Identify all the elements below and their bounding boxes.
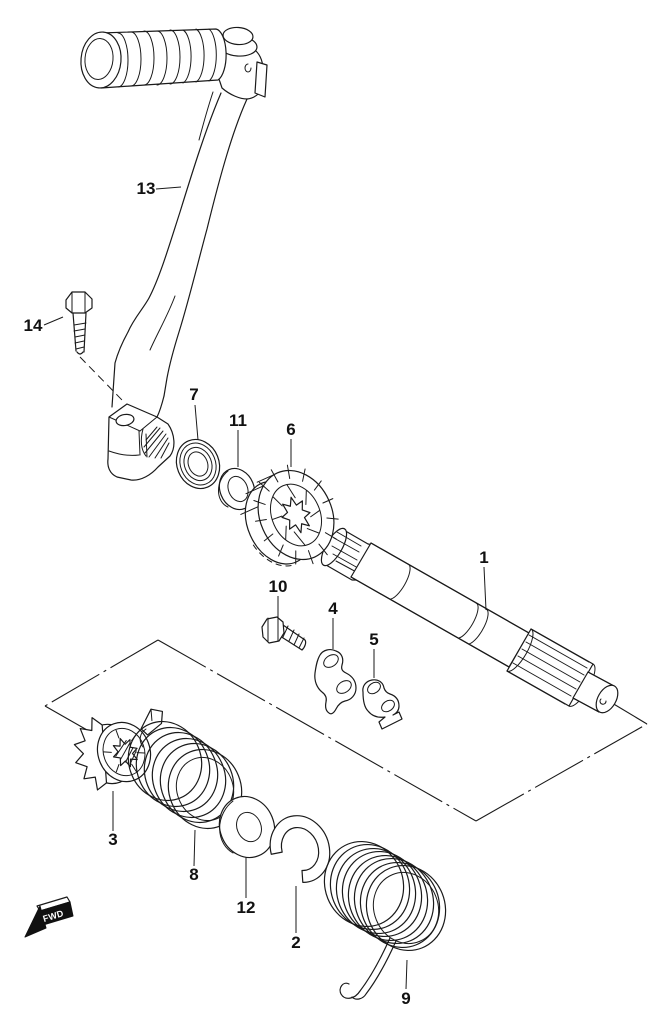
part-5-guide [362,679,403,730]
part-3-gear [73,708,164,791]
part-8-spring [127,720,243,830]
part-label-3: 3 [108,830,117,849]
part-7-seal [175,438,221,490]
part-label-5: 5 [369,630,378,649]
part-label-6: 6 [286,420,295,439]
part-9-return-spring [323,840,447,1000]
part-labels: 13 14 7 11 6 1 10 4 5 3 8 12 2 9 [24,179,489,1008]
part-13-kick-lever [80,26,268,481]
part-label-4: 4 [328,599,338,618]
part-12-washer [218,795,276,859]
fwd-arrow: FWD [24,896,74,938]
part-label-14: 14 [24,316,43,335]
part-1-shaft [320,527,619,714]
part-label-13: 13 [137,179,156,198]
part-6-gear [240,464,339,567]
part-label-9: 9 [401,989,410,1008]
part-label-7: 7 [189,385,198,404]
part-label-2: 2 [291,933,300,952]
part-11-washer [218,467,256,511]
part-label-10: 10 [269,577,288,596]
part-10-bolt [261,616,307,651]
part-label-11: 11 [229,411,247,430]
part-label-8: 8 [189,865,198,884]
part-label-1: 1 [479,548,488,567]
bolt-alignment-dashed-line [79,356,123,401]
part-14-bolt [65,291,123,401]
reference-plane [44,639,648,822]
part-4-guide [314,649,357,715]
part-2-circlip [269,815,331,883]
part-label-12: 12 [237,898,256,917]
leader-lines [43,186,487,990]
